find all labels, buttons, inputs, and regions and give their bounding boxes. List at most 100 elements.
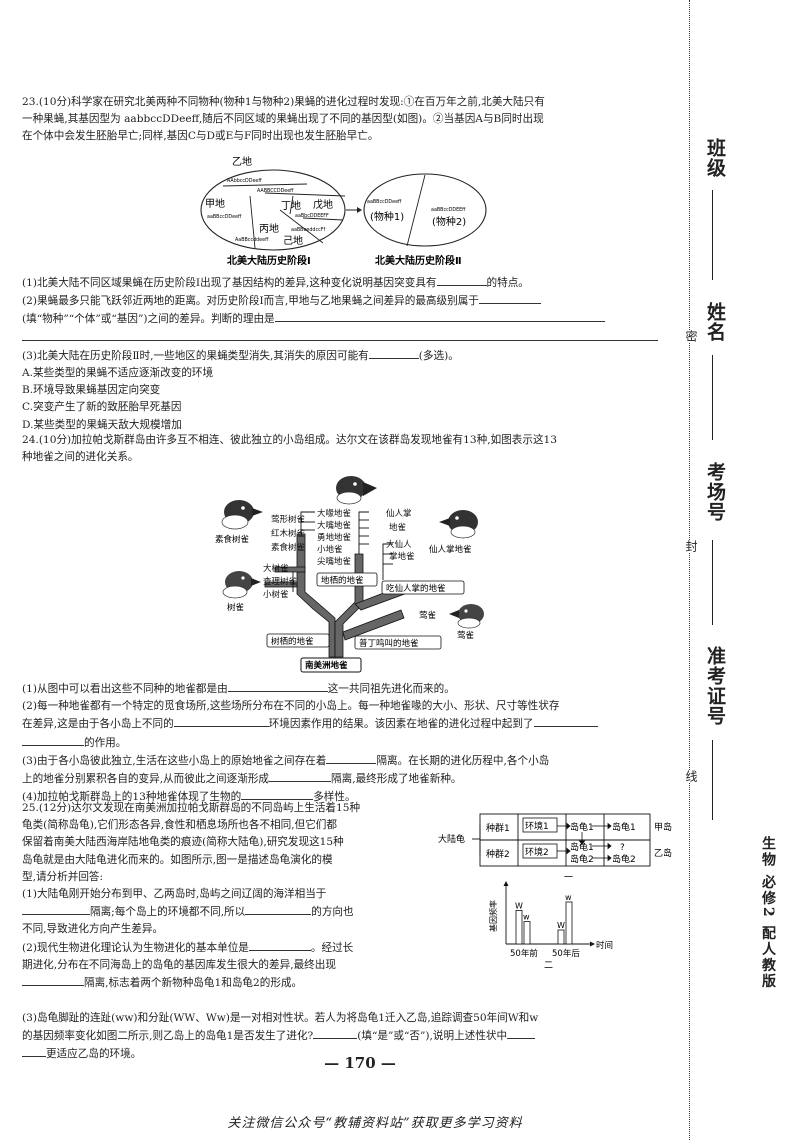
bird-label-vegetarian: 素食树雀 (215, 534, 249, 545)
q23-sub3: (3)北美大陆在历史阶段Ⅱ时,一些地区的果蝇类型消失,其消失的原因可能有(多选)… (22, 347, 662, 365)
q25-sub3-line3: 更适应乙岛的环境。 (22, 1045, 662, 1063)
q23-subquestions: (1)北美大陆不同区域果蝇在历史阶段Ⅰ出现了基因结构的差异,这种变化说明基因突变… (22, 274, 662, 434)
question-mark: ? (620, 843, 625, 853)
q23-geno-2: AABBCCDDeeff (257, 188, 294, 194)
q24-subquestions: (1)从图中可以看出这些不同种的地雀都是由这一共同祖先进化而来的。 (2)每一种… (22, 680, 662, 806)
finch-label-a1: 莺形树雀 (271, 514, 305, 525)
finch-label-b3: 小树雀 (263, 589, 289, 600)
sidebar-mark-xian: 线 (683, 770, 700, 782)
binding-dotted-line (689, 0, 690, 1140)
island-yi-label: 乙岛 (654, 847, 672, 859)
q25-intro-3: 保留着南美大陆西海岸陆地龟类的痕迹(简称大陆龟),研究发现这15种 (22, 836, 344, 849)
sidebar-mark-feng: 封 (683, 540, 700, 552)
q24-sub3-line1: (3)由于各小岛彼此独立,生活在这些小岛上的原始地雀之间存在着隔离。在长期的进化… (22, 752, 662, 770)
q25-sub1-line2: 隔离;每个岛上的环境都不同,所以的方向也 (22, 903, 440, 921)
page-number: — 170 — (324, 1054, 396, 1072)
turtle2-label-b: 岛龟2 (570, 853, 594, 865)
question-23: 23.(10分)科学家在研究北美两种不同物种(物种1与物种2)果蝇的进化过程时发… (22, 94, 662, 146)
q23-intro-1: 23.(10分)科学家在研究北美两种不同物种(物种1与物种2)果蝇的进化过程时发… (22, 96, 545, 108)
q25-sub2-line3: 隔离,标志着两个新物种岛龟1和岛龟2的形成。 (22, 974, 440, 992)
finch-label-c3: 勇地地雀 (317, 532, 351, 543)
chart-ylabel: 基因频率 (488, 900, 498, 932)
chart-cat-1: 50年后 (552, 948, 580, 959)
q24-evolution-tree: 莺形树雀 红木树雀 素食树雀 大树雀 查理树雀 小树雀 大喙地雀 大嘴地雀 勇地… (205, 472, 505, 677)
bar-label-W-1: W (557, 921, 565, 930)
pop1-label: 种群1 (486, 822, 510, 834)
turtle2-label-c: 岛龟2 (612, 853, 636, 865)
bird-icon-vegetarian (221, 500, 263, 530)
q23-region-ji: 己地 (283, 234, 303, 247)
finch-label-b2: 查理树雀 (263, 576, 297, 587)
env2-label: 环境2 (525, 846, 549, 858)
q23-sub2-line2: (填“物种”“个体”或“基因”)之间的差异。判断的理由是 (22, 310, 662, 328)
finch-label-b1: 大树雀 (263, 563, 289, 574)
bird-icon-warbler (449, 604, 484, 629)
bar-label-W-0: W (515, 901, 523, 910)
q23-stage1-label: 北美大陆历史阶段Ⅰ (227, 254, 311, 267)
tree-finch-label: 树栖的地雀 (271, 636, 314, 647)
q23-geno-5: aaBBeeddccFf (291, 227, 325, 233)
finch-label-c4: 小地雀 (317, 544, 343, 555)
warbler-finch-label: 普丁鸣叫的地雀 (359, 638, 419, 649)
q23-species2: (物种2) (432, 215, 466, 228)
question-24: 24.(10分)加拉帕戈斯群岛由许多互不相连、彼此独立的小岛组成。达尔文在该群岛… (22, 432, 662, 466)
finch-label-c2: 大嘴地雀 (317, 520, 351, 531)
bird-label-cactus-finch: 仙人掌地雀 (429, 544, 472, 555)
fig2-caption: 二 (544, 961, 553, 970)
pop2-label: 种群2 (486, 848, 510, 860)
finch-label-d4: 掌地雀 (389, 551, 415, 562)
q24-intro-2: 种地雀之间的进化关系。 (22, 451, 139, 464)
q25-intro-2: 龟类(简称岛龟),它们形态各异,食性和栖息场所也各不相同,但它们都 (22, 819, 337, 832)
q23-region-bing: 丙地 (259, 222, 279, 235)
finch-label-c1: 大喙地雀 (317, 508, 351, 519)
bar-label-w-1: w (565, 893, 572, 902)
q23-geno-sp2: aaBBccDDEEff (431, 207, 466, 213)
q23-option-b: B.环境导致果蝇基因定向突变 (22, 384, 161, 397)
chart-cat-0: 50年前 (510, 948, 538, 959)
q23-geno-6: AaBBccddeeff (235, 237, 269, 243)
sidebar-mark-mi: 密 (683, 330, 700, 342)
bar-w-1 (565, 901, 573, 945)
bar-W-0 (515, 909, 523, 945)
sidebar-name-line (712, 355, 713, 440)
subject-info: 生物 必修2 配人教版 (760, 836, 776, 990)
bird-label-tree-finch: 树雀 (227, 602, 244, 613)
finch-label-d3: 大仙人 (386, 539, 412, 550)
cactus-finch-label: 吃仙人掌的地雀 (386, 583, 446, 594)
sidebar-room-label: 考场号 (704, 462, 726, 522)
q25-sub3: (3)岛龟脚趾的连趾(ww)和分趾(WW、Ww)是一对相对性状。若人为将岛龟1迁… (22, 1010, 662, 1064)
q25-intro-5: 型,请分析并回答: (22, 870, 104, 883)
finch-label-c5: 尖嘴地雀 (317, 556, 351, 567)
q23-option-d: D.某些类型的果蝇天敌大规模增加 (22, 418, 182, 431)
ground-finch-label: 地栖的地雀 (321, 575, 364, 586)
island-jia-label: 甲岛 (654, 821, 672, 833)
q23-sub2-line1: (2)果蝇最多只能飞跃邻近两地的距离。对历史阶段Ⅰ而言,甲地与乙地果蝇之间差异的… (22, 292, 662, 310)
q24-sub4: (4)加拉帕戈斯群岛上的13种地雀体现了生物的多样性。 (22, 788, 662, 806)
q23-geno-sp1: aaBBccDDeeff (367, 199, 402, 205)
q24-intro-1: 24.(10分)加拉帕戈斯群岛由许多互不相连、彼此独立的小岛组成。达尔文在该群岛… (22, 434, 558, 446)
q23-region-wu: 戊地 (313, 198, 333, 211)
q25-sub3-line2: 的基因频率变化如图二所示,则乙岛上的岛龟1是否发生了进化?(填“是”或“否”),… (22, 1027, 662, 1045)
bird-icon-cactus-finch (439, 510, 478, 539)
q23-sub2-line3 (22, 329, 662, 347)
bar-W-1 (557, 929, 565, 945)
q23-species1: (物种1) (370, 210, 404, 223)
chart-xlabel: 时间 (596, 940, 613, 951)
q23-region-yi: 乙地 (232, 155, 252, 168)
q23-geno-3: aaBBccDDeeff (207, 214, 242, 220)
q25-sub3-line1: (3)岛龟脚趾的连趾(ww)和分趾(WW、Ww)是一对相对性状。若人为将岛龟1迁… (22, 1012, 539, 1024)
q23-intro-3: 在个体中会发生胚胎早亡;同样,基因C与D或E与F同时出现也发生胚胎早亡。 (22, 130, 379, 143)
bird-label-warbler-2: 莺雀 (457, 630, 474, 641)
q24-sub2-line2: 在差异,这是由于各小岛上不同的环境因素作用的结果。该因素在地雀的进化过程中起到了 (22, 715, 662, 733)
q23-option-c: C.突变产生了新的致胚胎早死基因 (22, 401, 182, 414)
q23-figure: 乙地 甲地 丁地 戊地 丙地 己地 AAbbccDDeeff AABBCCDDe… (195, 148, 525, 270)
q23-sub1: (1)北美大陆不同区域果蝇在历史阶段Ⅰ出现了基因结构的差异,这种变化说明基因突变… (22, 274, 662, 292)
finch-label-a2: 红木树雀 (271, 528, 305, 539)
q25-sub2-line2: 期进化,分布在不同海岛上的岛龟的基因库发生很大的差异,最终出现 (22, 958, 336, 971)
sidebar-name-label: 姓名 (704, 302, 726, 342)
fig1-caption: 一 (564, 873, 573, 883)
q23-option-a: A.某些类型的果蝇不适应逐渐改变的环境 (22, 367, 214, 380)
q23-geno-4: aaBbcDDEEFF (295, 213, 329, 219)
q23-region-ding: 丁地 (281, 199, 301, 212)
